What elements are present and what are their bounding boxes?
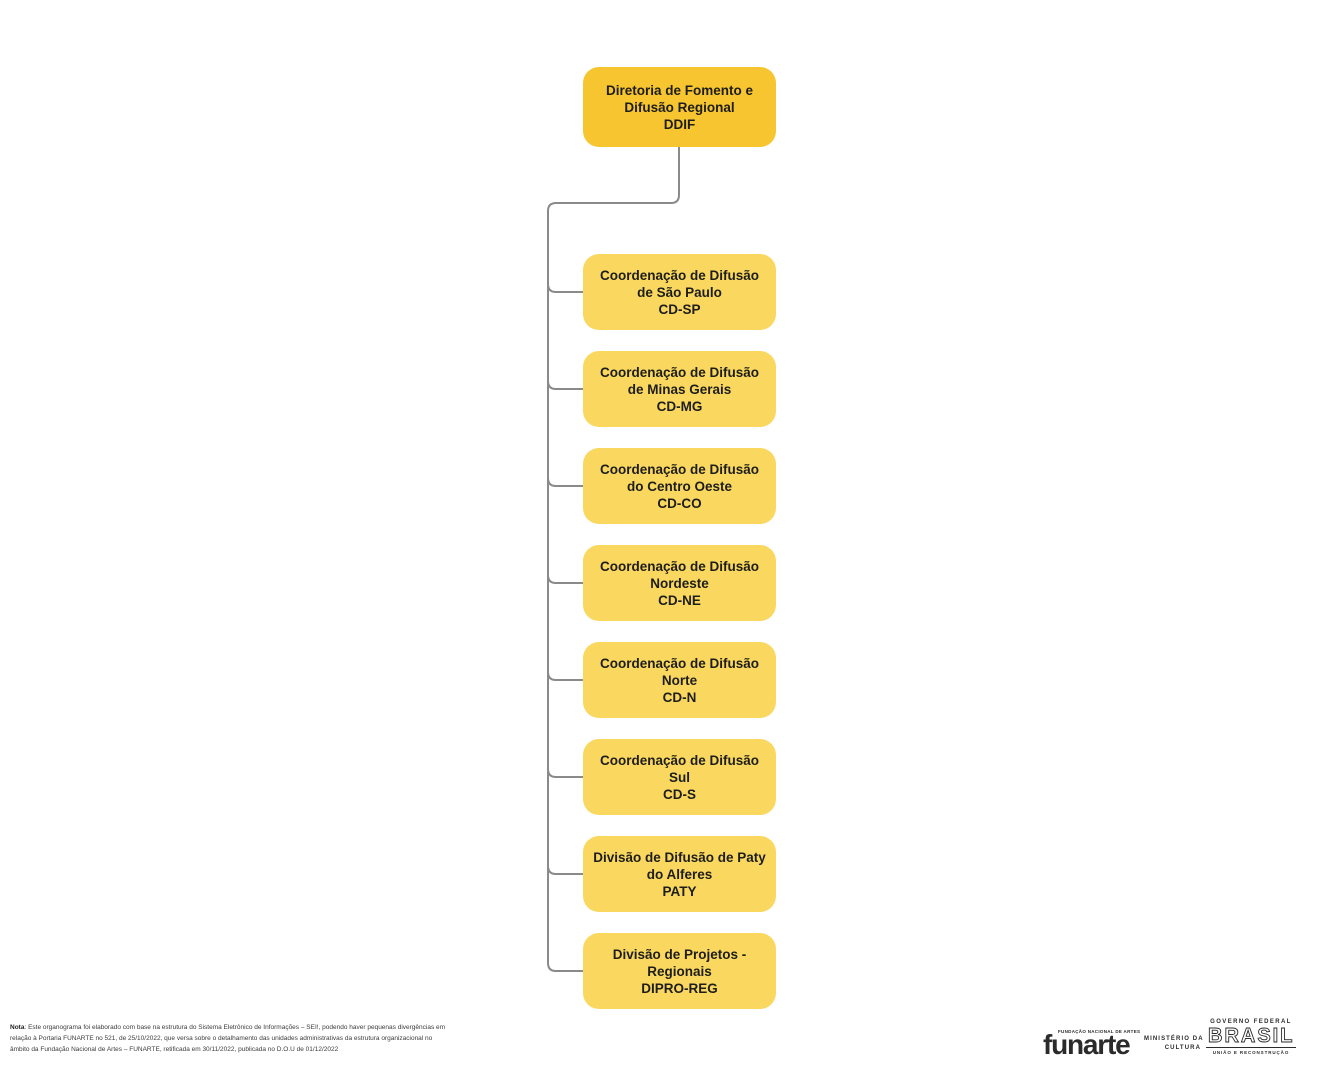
footnote-line-3: âmbito da Fundação Nacional de Artes – F… [10,1046,339,1053]
footnote-line-1: Nota: Este organograma foi elaborado com… [10,1024,446,1031]
org-unit-acronym: CD-S [663,786,696,802]
org-unit-name: Coordenação de Difusão de São Paulo [599,267,760,300]
org-unit-name: Diretoria de Fomento e Difusão Regional [605,82,754,115]
ministerio-line-1: MINISTÉRIO DA [1144,1036,1204,1042]
funarte-wordmark: funarte [1043,1029,1131,1060]
org-box-cd-mg: Coordenação de Difusão de Minas Gerais C… [583,351,776,427]
footnote-line-2: relação à Portaria FUNARTE no 521, de 25… [10,1035,433,1042]
org-unit-name: Coordenação de Difusão Sul [599,752,760,785]
org-box-cd-n: Coordenação de Difusão Norte CD-N [583,642,776,718]
ministerio-cultura-logo: MINISTÉRIO DA CULTURA [1144,1035,1204,1052]
org-unit-name: Coordenação de Difusão de Minas Gerais [599,364,760,397]
org-box-root: Diretoria de Fomento e Difusão Regional … [583,67,776,147]
org-unit-acronym: DIPRO-REG [641,980,718,996]
footnote: Nota: Este organograma foi elaborado com… [10,1022,495,1055]
org-unit-name: Divisão de Projetos - Regionais [612,946,747,979]
funarte-logo: FUNDAÇÃO NACIONAL DE ARTES funarte [1043,1029,1141,1060]
uniao-reconstrucao-label: UNIÃO E RECONSTRUÇÃO [1212,1050,1290,1055]
org-unit-acronym: CD-NE [658,592,701,608]
org-unit-acronym: CD-MG [656,398,703,414]
org-unit-acronym: PATY [662,883,697,899]
org-box-dipro-reg: Divisão de Projetos - Regionais DIPRO-RE… [583,933,776,1009]
org-unit-acronym: CD-CO [657,495,702,511]
footer-logos: FUNDAÇÃO NACIONAL DE ARTES funarte MINIS… [1040,1016,1300,1066]
governo-federal-label: GOVERNO FEDERAL [1210,1019,1292,1025]
org-box-cd-sp: Coordenação de Difusão de São Paulo CD-S… [583,254,776,330]
org-box-paty: Divisão de Difusão de Paty do Alferes PA… [583,836,776,912]
org-box-cd-co: Coordenação de Difusão do Centro Oeste C… [583,448,776,524]
org-box-cd-ne: Coordenação de Difusão Nordeste CD-NE [583,545,776,621]
funarte-logo-subtitle: FUNDAÇÃO NACIONAL DE ARTES [1058,1029,1141,1034]
org-unit-name: Coordenação de Difusão Nordeste [599,558,760,591]
org-unit-name: Coordenação de Difusão Norte [599,655,760,688]
brasil-wordmark: BRASIL [1206,1025,1297,1048]
org-box-cd-s: Coordenação de Difusão Sul CD-S [583,739,776,815]
org-unit-acronym: CD-N [662,689,697,705]
governo-federal-brasil-logo: GOVERNO FEDERAL BRASIL UNIÃO E RECONSTRU… [1206,1019,1297,1055]
org-unit-name: Coordenação de Difusão do Centro Oeste [599,461,760,494]
org-unit-name: Divisão de Difusão de Paty do Alferes [593,849,766,882]
ministerio-line-2: CULTURA [1164,1044,1201,1051]
org-unit-acronym: DDIF [663,116,696,132]
org-unit-acronym: CD-SP [658,301,701,317]
